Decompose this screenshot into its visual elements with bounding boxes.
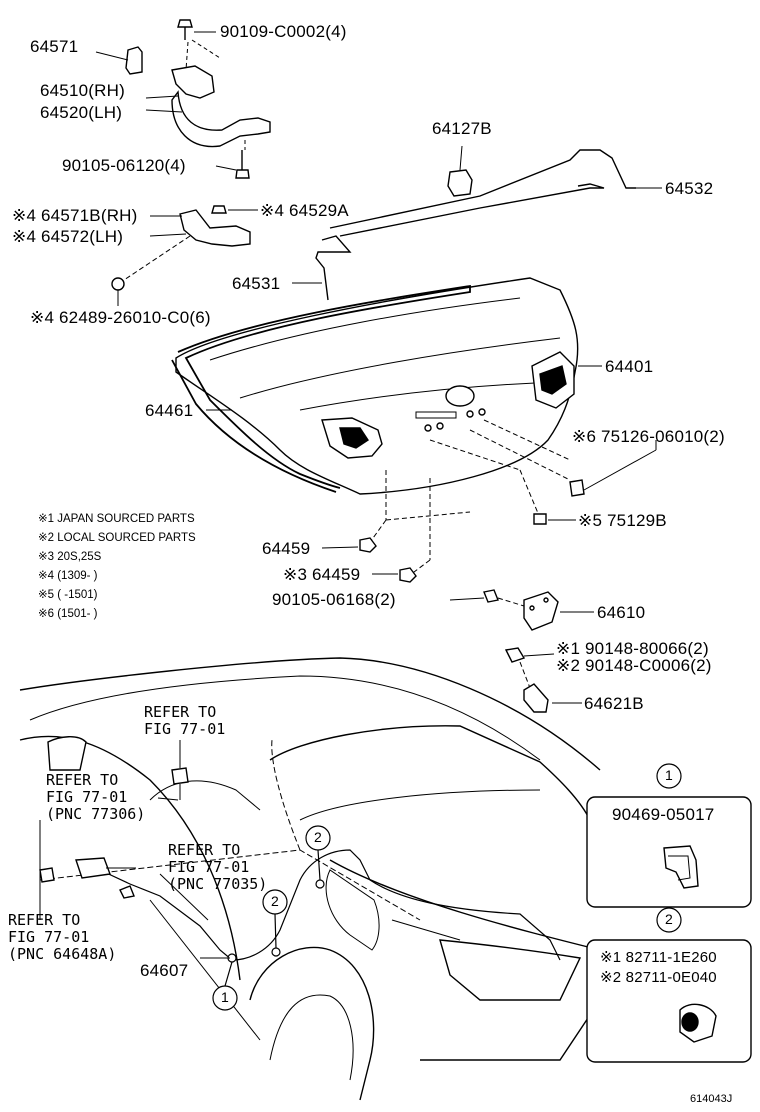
- label-64532: 64532: [665, 179, 714, 198]
- label-64459: 64459: [262, 539, 311, 558]
- refer-pnc-77035[interactable]: REFER TO FIG 77-01 (PNC 77035): [168, 842, 267, 893]
- refer-line-3: (PNC 64648A): [8, 945, 117, 963]
- hinge-64571: [95, 46, 143, 75]
- refer-line-2: FIG 77-01: [8, 928, 90, 946]
- refer-line-2: FIG 77-01: [168, 858, 250, 876]
- box-1-number: 1: [665, 767, 673, 783]
- hinge-64510: [145, 65, 271, 148]
- label-62489: ※4 62489-26010-C0(6): [30, 308, 211, 327]
- note-1: ※1 JAPAN SOURCED PARTS: [38, 513, 195, 525]
- label-64621B: 64621B: [584, 694, 644, 713]
- note-6: ※6 (1501- ): [38, 608, 98, 620]
- label-90109: 90109-C0002(4): [220, 22, 347, 41]
- car-body: [19, 657, 601, 1101]
- refer-line-1: REFER TO: [144, 703, 217, 721]
- box-2-number: 2: [665, 911, 673, 927]
- switch-parts: [39, 740, 209, 921]
- note-5: ※5 ( -1501): [38, 589, 98, 601]
- label-90148-C0006: ※2 90148-C0006(2): [556, 656, 712, 675]
- label-64531: 64531: [232, 274, 281, 293]
- label-64572: ※4 64572(LH): [12, 227, 124, 246]
- rod-64532: [329, 149, 662, 237]
- label-64510: 64510(RH): [40, 81, 125, 100]
- label-90148-80066: ※1 90148-80066(2): [556, 639, 709, 658]
- refer-line-2: FIG 77-01: [144, 720, 226, 738]
- label-64461: 64461: [145, 401, 194, 420]
- label-64459-20s: ※3 64459: [283, 565, 361, 584]
- refer-line-1: REFER TO: [46, 771, 119, 789]
- refer-line-3: (PNC 77306): [46, 805, 146, 823]
- callout-1-cable: 1: [221, 989, 229, 1005]
- clip-64127B: [447, 145, 473, 197]
- box-2-part-2: ※2 82711-0E040: [600, 969, 717, 986]
- label-64610: 64610: [597, 603, 646, 622]
- refer-line-1: REFER TO: [8, 911, 81, 929]
- callout-2-cable-a: 2: [271, 893, 279, 909]
- label-75129B: ※5 75129B: [578, 511, 667, 530]
- label-90105-06120: 90105-06120(4): [62, 156, 186, 175]
- label-64520: 64520(LH): [40, 103, 123, 122]
- refer-line-3: (PNC 77035): [168, 875, 268, 893]
- label-64571: 64571: [30, 37, 79, 56]
- label-64529A: ※4 64529A: [260, 201, 349, 220]
- weatherstrip-64461: [171, 284, 471, 493]
- label-64401: 64401: [605, 357, 654, 376]
- bracket-64571B: [111, 205, 258, 306]
- lock-64610: [449, 589, 594, 631]
- note-4: ※4 (1309- ): [38, 570, 98, 582]
- bolt-90148: [504, 647, 555, 689]
- refer-line-1: REFER TO: [168, 841, 241, 859]
- refer-fig-77-01-top[interactable]: REFER TO FIG 77-01: [144, 704, 225, 738]
- label-75126: ※6 75126-06010(2): [572, 427, 725, 446]
- callout-circles: [212, 763, 682, 1011]
- fasteners-lower: [321, 440, 657, 583]
- rod-64531: [292, 235, 352, 301]
- note-2: ※2 LOCAL SOURCED PARTS: [38, 532, 196, 544]
- label-64127B: 64127B: [432, 119, 492, 138]
- detail-box-2: [586, 939, 752, 1063]
- label-90105-06168: 90105-06168(2): [272, 590, 396, 609]
- refer-pnc-77306[interactable]: REFER TO FIG 77-01 (PNC 77306): [46, 772, 145, 823]
- bolt-90105-06120: [215, 140, 250, 179]
- bolt-90109: [177, 19, 221, 71]
- refer-line-2: FIG 77-01: [46, 788, 128, 806]
- striker-64621B: [523, 683, 582, 713]
- label-64607: 64607: [140, 961, 189, 980]
- box-2-part-1: ※1 82711-1E260: [600, 949, 717, 966]
- note-3: ※3 20S,25S: [38, 551, 102, 563]
- box-1-part: 90469-05017: [612, 805, 715, 824]
- cable-64607: [99, 849, 561, 963]
- detail-box-1: [586, 796, 752, 908]
- refer-pnc-64648A[interactable]: REFER TO FIG 77-01 (PNC 64648A): [8, 912, 116, 963]
- label-64571B: ※4 64571B(RH): [12, 206, 138, 225]
- figure-id: 614043J: [690, 1093, 733, 1105]
- trunk-lid-64401[interactable]: [175, 277, 602, 495]
- callout-2-cable-b: 2: [314, 829, 322, 845]
